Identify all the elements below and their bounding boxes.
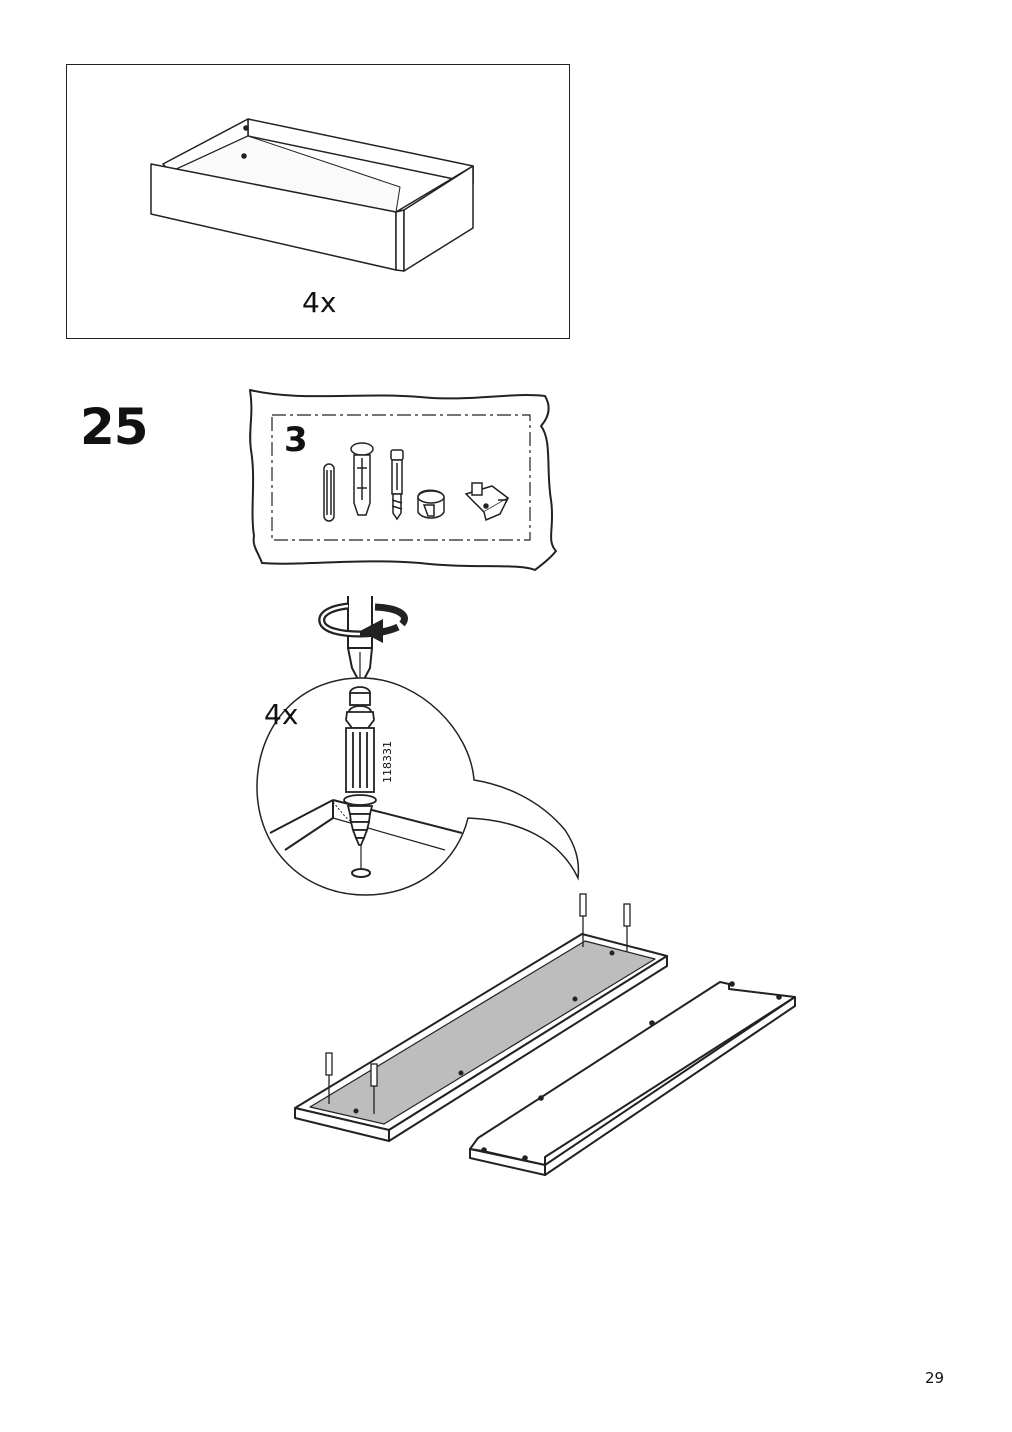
anchor-plug-detail-icon xyxy=(343,686,377,846)
plug-pin-1 xyxy=(579,893,587,947)
part-number-label: 118331 xyxy=(381,741,394,783)
side-rail-panel xyxy=(469,981,796,1176)
plug-pin-4 xyxy=(370,1063,378,1114)
drawer-panel-frame xyxy=(66,64,570,339)
hardware-bag-number: 3 xyxy=(284,420,308,460)
plug-pin-icons xyxy=(325,893,631,1114)
step-number: 25 xyxy=(80,398,149,456)
plug-pin-3 xyxy=(325,1052,333,1104)
anchor-plug-icon xyxy=(350,442,374,516)
page-number: 29 xyxy=(925,1369,945,1387)
cam-lock-icon xyxy=(417,489,445,519)
hardware-bag-icon xyxy=(249,389,557,571)
plug-quantity-label: 4x xyxy=(264,698,299,731)
rotate-clockwise-icon xyxy=(318,602,408,643)
hardware-parts-group xyxy=(323,442,510,522)
bracket-icon xyxy=(464,482,510,522)
detail-magnifier xyxy=(256,677,580,896)
dowel-icon xyxy=(323,463,335,522)
screwdriver-icon xyxy=(347,596,373,686)
drawer-icon xyxy=(150,118,474,272)
drawer-quantity-label: 4x xyxy=(302,286,337,319)
bottom-panel xyxy=(294,933,668,1142)
plug-pin-2 xyxy=(623,903,631,952)
cam-bolt-icon xyxy=(390,449,404,521)
